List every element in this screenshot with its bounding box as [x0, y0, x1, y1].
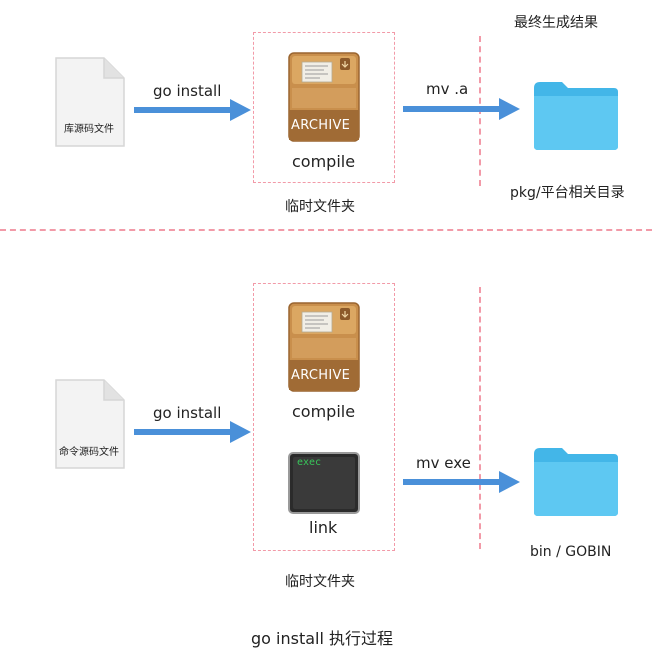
folder-label-top: pkg/平台相关目录: [510, 185, 625, 201]
temp-folder-box-bottom: [253, 283, 395, 551]
folder-icon: [534, 82, 618, 150]
arrow-right-icon: [134, 99, 251, 121]
source-file-label-top: 库源码文件: [64, 124, 114, 135]
arrow-right-icon: [134, 421, 251, 443]
temp-folder-label-bottom: 临时文件夹: [285, 574, 355, 590]
folder-icon: [534, 448, 618, 516]
document-icon: [55, 379, 125, 469]
arrow-right-icon: [403, 98, 520, 120]
arrow2-label-top: mv .a: [426, 80, 469, 98]
compile-label-top: compile: [292, 152, 356, 171]
archive-text-bottom: ARCHIVE: [291, 368, 351, 383]
temp-folder-label-top: 临时文件夹: [285, 199, 355, 215]
archive-text-top: ARCHIVE: [291, 118, 351, 133]
arrow-right-icon: [403, 471, 520, 493]
archive-box-icon: [288, 302, 360, 392]
result-title: 最终生成结果: [514, 15, 598, 31]
terminal-icon: [288, 452, 360, 514]
arrow1-label-bottom: go install: [153, 404, 222, 422]
diagram-caption: go install 执行过程: [251, 629, 394, 648]
document-icon: [55, 57, 125, 147]
arrow2-label-bottom: mv exe: [416, 454, 471, 472]
temp-folder-box-top: [253, 32, 395, 183]
exec-text: exec: [297, 457, 322, 468]
arrow1-label-top: go install: [153, 82, 222, 100]
folder-label-bottom: bin / GOBIN: [530, 544, 612, 560]
section-divider: [0, 229, 652, 231]
archive-box-icon: [288, 52, 360, 142]
source-file-label-bottom: 命令源码文件: [59, 447, 119, 458]
result-divider-bottom: [479, 287, 481, 549]
link-label: link: [309, 518, 338, 537]
compile-label-bottom: compile: [292, 402, 356, 421]
